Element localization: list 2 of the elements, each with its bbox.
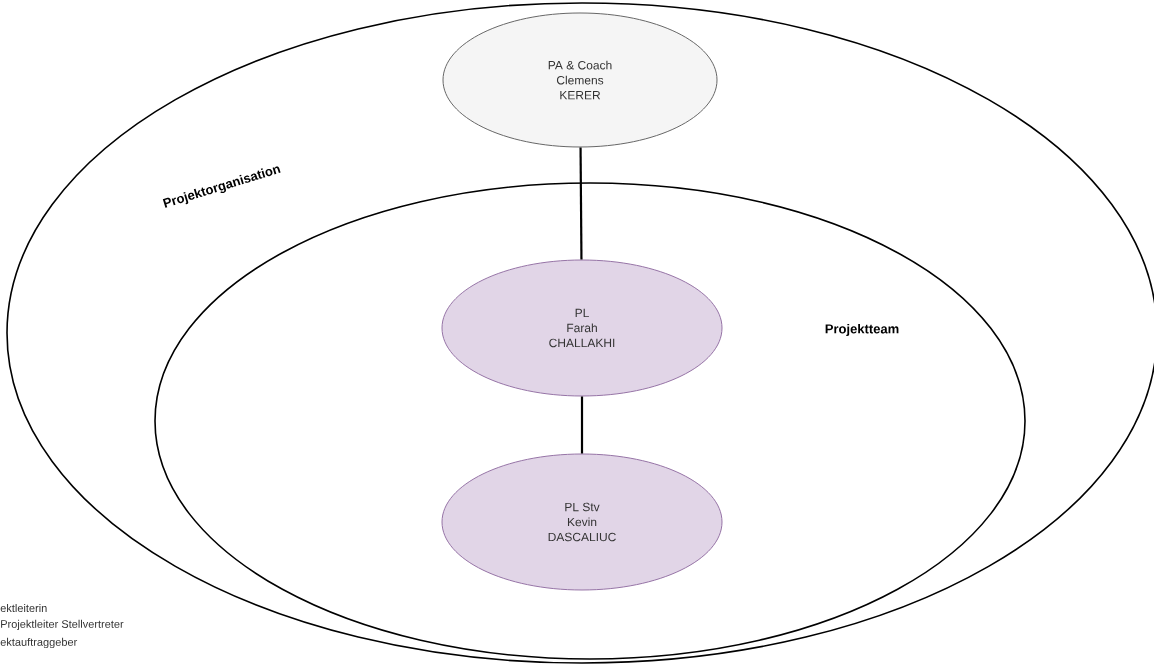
connector-line [579,147,583,260]
connector-line [580,396,584,454]
